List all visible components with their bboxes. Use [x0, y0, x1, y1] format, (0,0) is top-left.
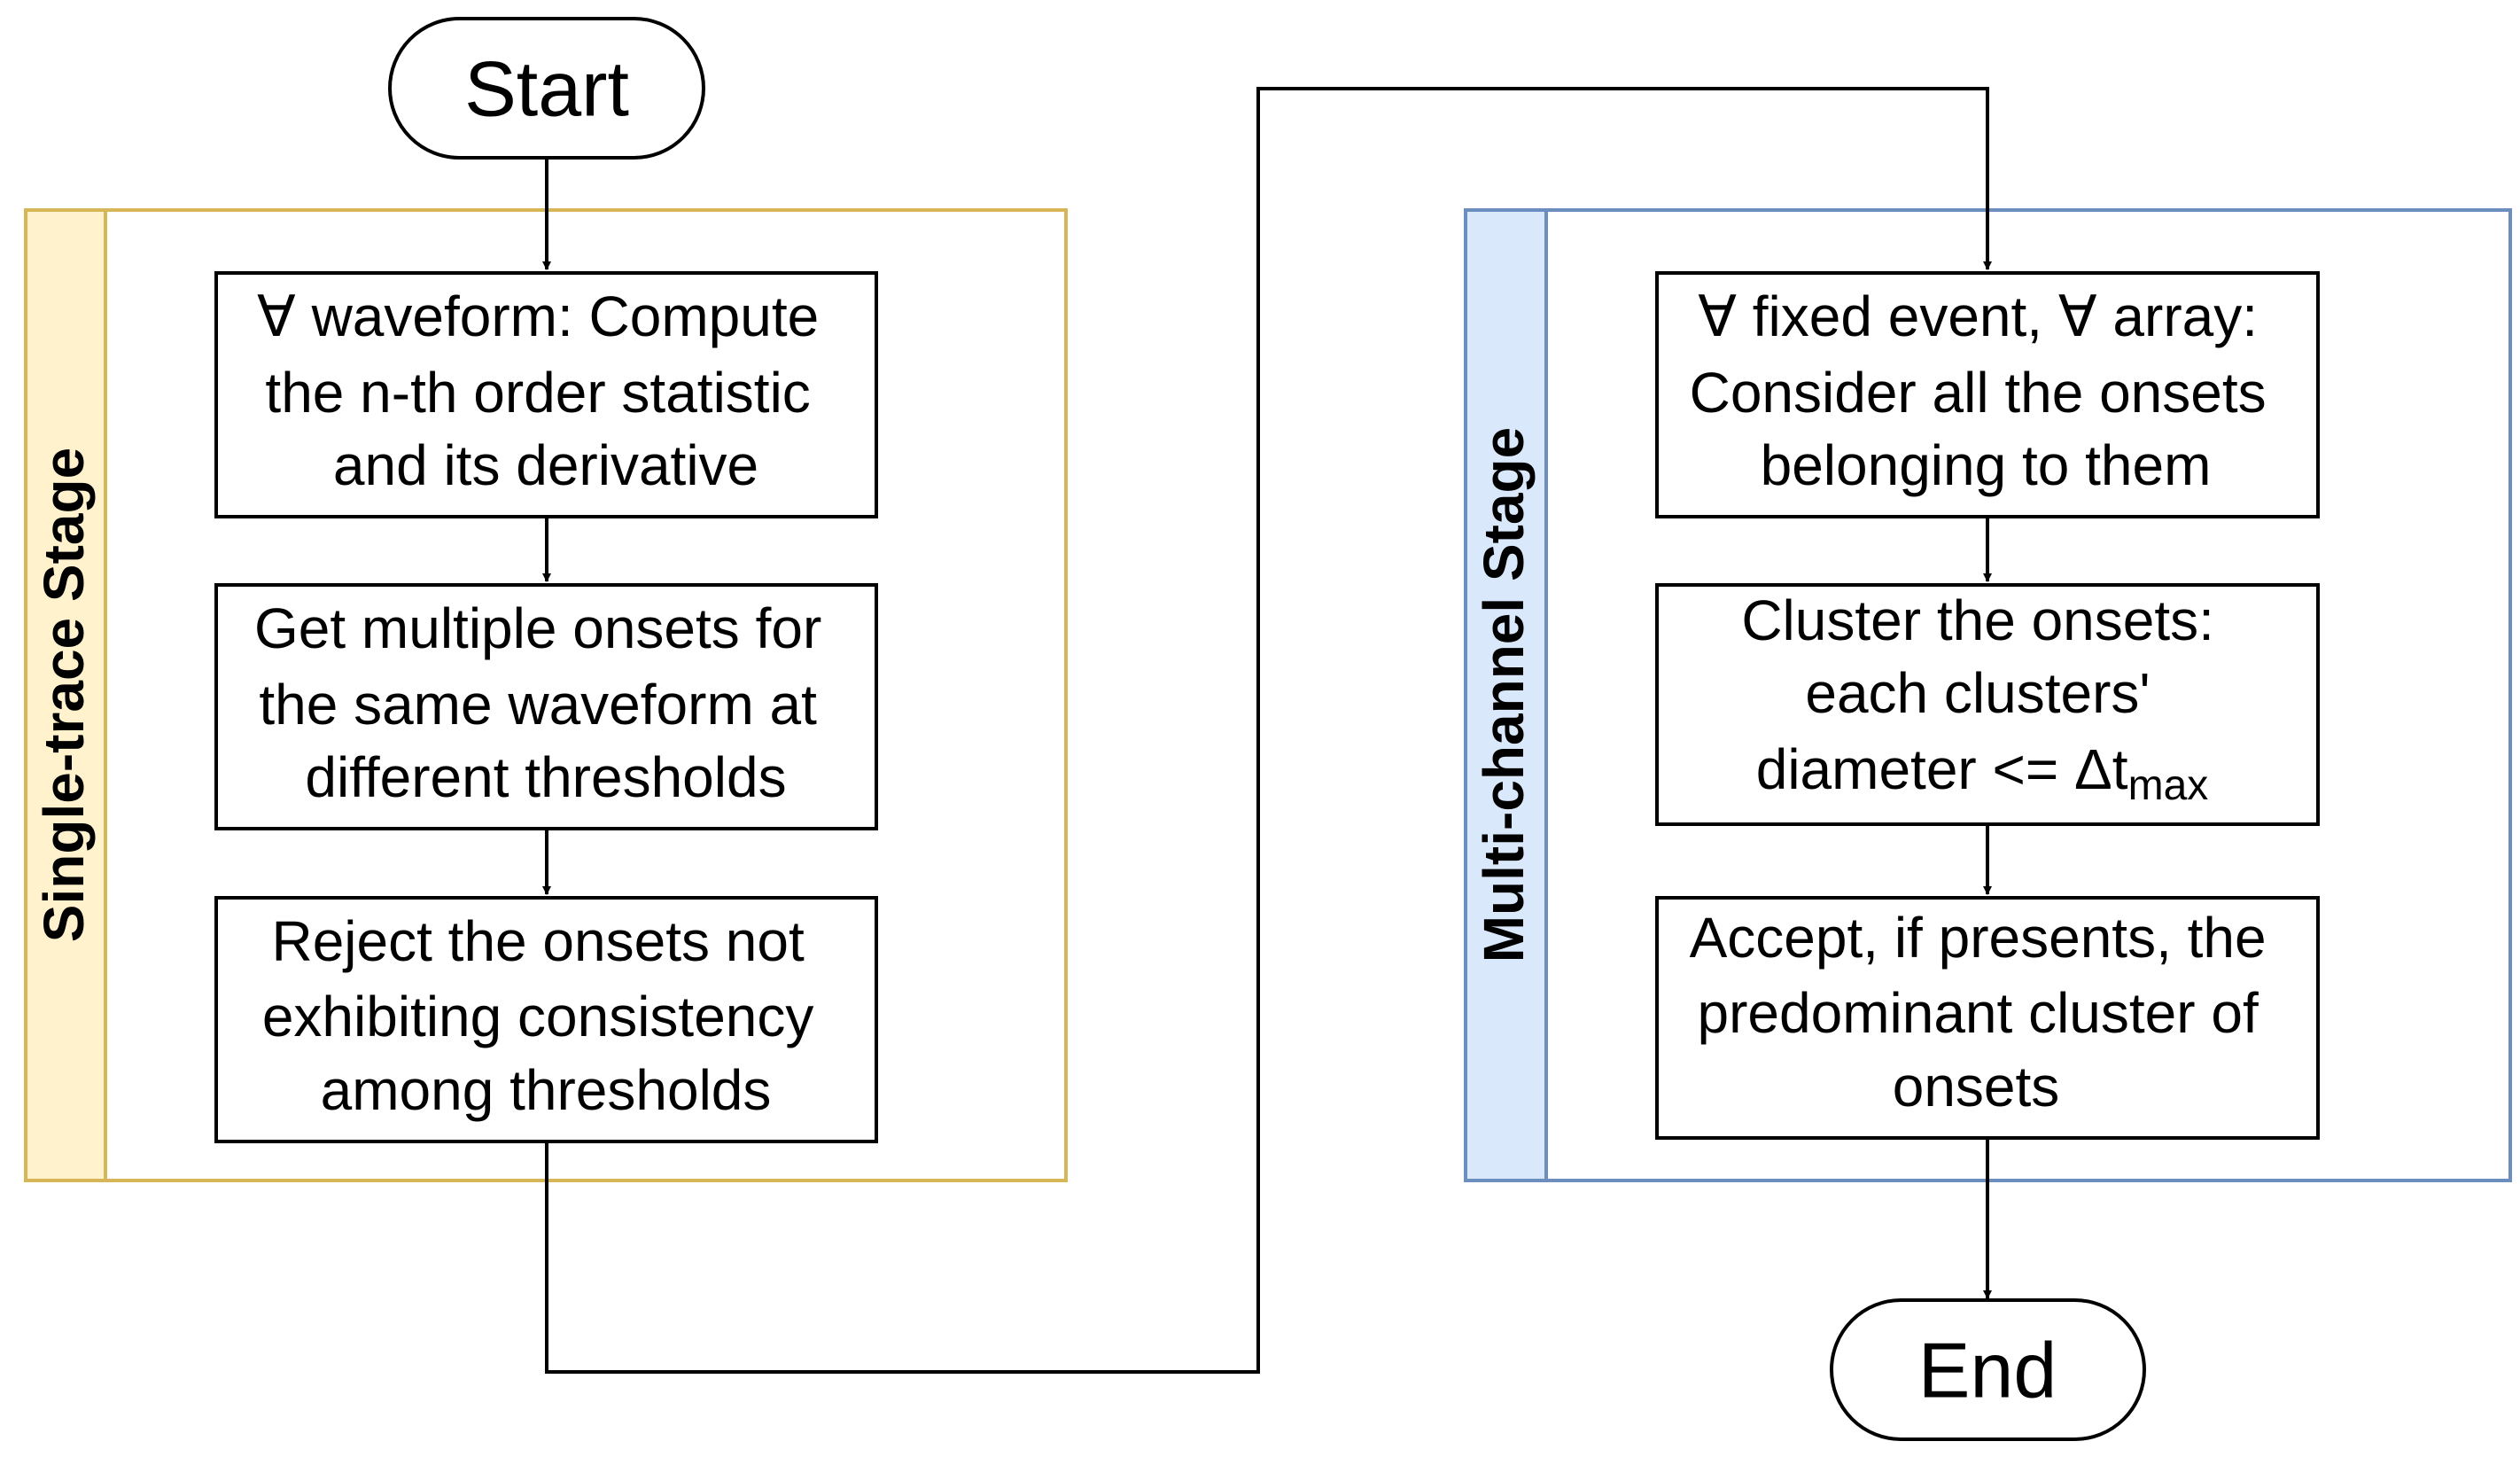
end-terminal: End: [1830, 1298, 2146, 1441]
step-get-multiple-onsets: Get multiple onsets for the same wavefor…: [214, 583, 878, 830]
step-compute-order-statistic: ∀ waveform: Compute the n-th order stati…: [214, 271, 878, 518]
start-terminal: Start: [388, 17, 705, 160]
svg-text:∀ waveform: Compute the: ∀ waveform: Compute the n-th order stati…: [257, 284, 835, 497]
single-trace-stage-header: [26, 210, 105, 1180]
step-line: ∀ waveform: Compute: [257, 284, 819, 348]
svg-text:Reject the onsets not ex: Reject the onsets not exhibiting consist…: [262, 909, 829, 1122]
step-line: diameter <= Δt: [1756, 737, 2128, 801]
subscript-max: max: [2128, 762, 2209, 809]
step-line: onsets: [1893, 1055, 2060, 1118]
svg-text:diameter <= Δtmax: diameter <= Δtmax: [1756, 737, 2209, 809]
step-line: and its derivative: [333, 433, 758, 497]
svg-text:Cluster the onsets: each: Cluster the onsets: each clusters': [1741, 588, 2229, 725]
step-line: different thresholds: [305, 745, 786, 809]
single-trace-stage: Single-trace Stage: [24, 208, 1068, 1182]
svg-text:∀ fixed event, ∀ array:: ∀ fixed event, ∀ array: Consider all the…: [1690, 284, 2283, 497]
connector-stage1-to-stage2: [545, 87, 1992, 1374]
start-label: Start: [464, 45, 629, 133]
step-line: each clusters': [1805, 661, 2150, 725]
step-line: Accept, if presents, the: [1690, 906, 2267, 970]
end-label: End: [1918, 1327, 2057, 1414]
step-line: Consider all the onsets: [1690, 361, 2267, 425]
step-line: Cluster the onsets:: [1741, 588, 2214, 652]
step-line: the same waveform at: [259, 673, 817, 736]
step-reject-inconsistent-onsets: Reject the onsets not exhibiting consist…: [214, 896, 878, 1143]
step-line: exhibiting consistency: [262, 985, 814, 1048]
step-line: the n-th order statistic: [265, 361, 810, 425]
single-trace-stage-title: Single-trace Stage: [32, 448, 96, 942]
step-line: Reject the onsets not: [271, 909, 804, 973]
svg-text:Get multiple onsets for: Get multiple onsets for the same wavefor…: [254, 596, 837, 809]
step-accept-predominant-cluster: Accept, if presents, the predominant clu…: [1655, 896, 2320, 1140]
svg-text:Accept, if presents, the: Accept, if presents, the predominant clu…: [1690, 906, 2283, 1118]
step-line: Get multiple onsets for: [254, 596, 821, 660]
connectors: [542, 87, 1992, 1374]
multi-channel-stage-title: Multi-channel Stage: [1472, 427, 1536, 963]
multi-channel-stage-header: [1466, 210, 1546, 1180]
step-consider-onsets: ∀ fixed event, ∀ array: Consider all the…: [1655, 271, 2320, 518]
step-line: belonging to them: [1761, 433, 2212, 497]
step-cluster-onsets: Cluster the onsets: each clusters' diame…: [1655, 583, 2320, 826]
step-line: among thresholds: [321, 1058, 772, 1122]
step-line: ∀ fixed event, ∀ array:: [1698, 284, 2258, 348]
step-line: predominant cluster of: [1698, 981, 2259, 1045]
